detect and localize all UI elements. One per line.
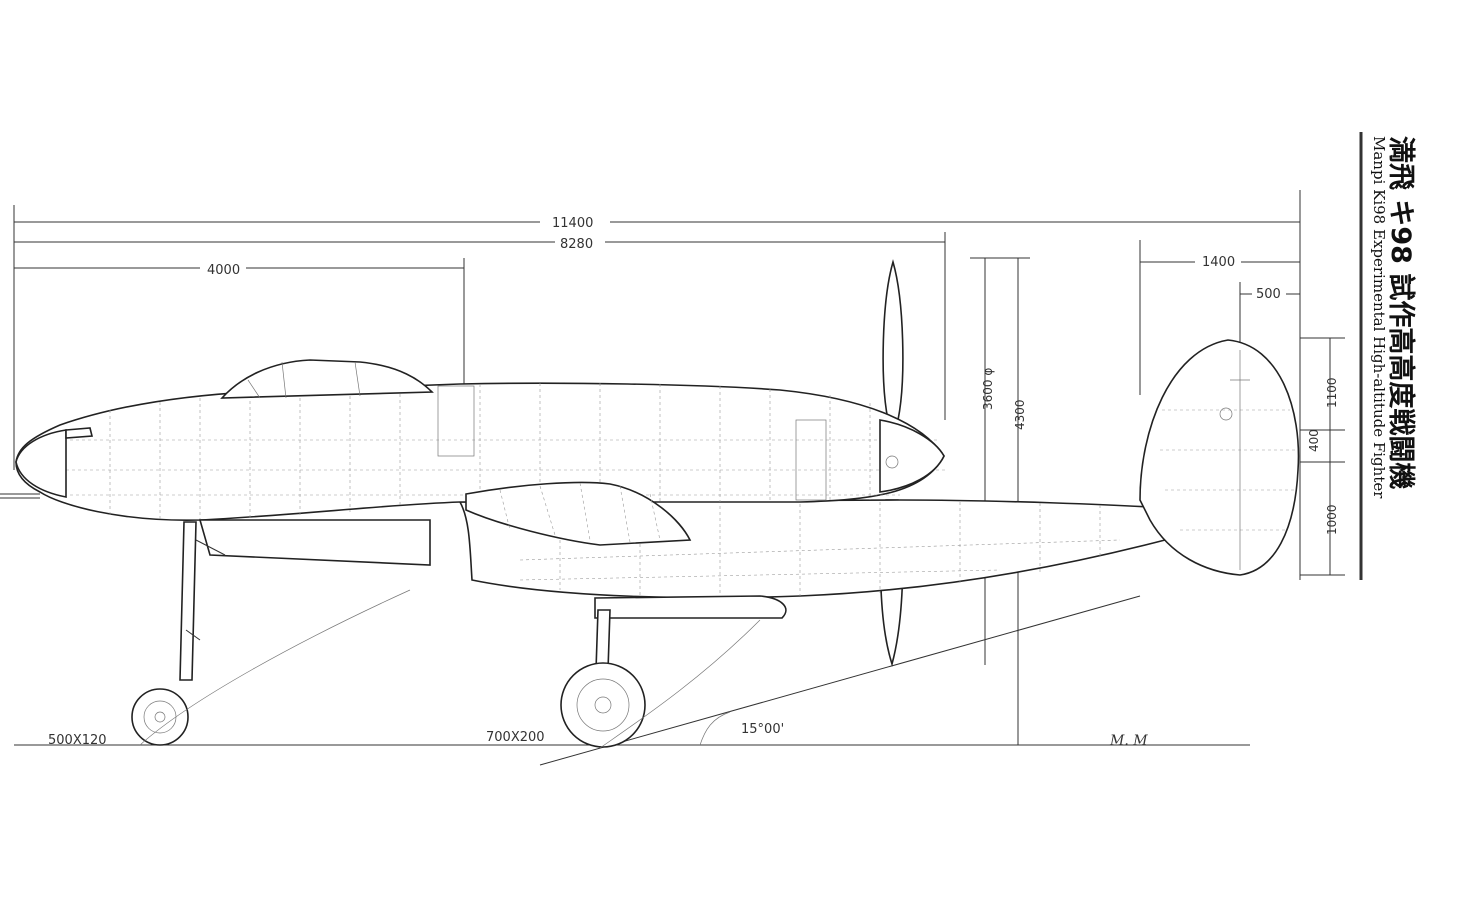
fin-top-label: 1100 bbox=[1325, 377, 1339, 408]
fin-bottom-label: 1000 bbox=[1325, 504, 1339, 535]
signature: M. M bbox=[1109, 733, 1148, 749]
overall-length-label: 11400 bbox=[552, 216, 593, 231]
overall-height-label: 4300 bbox=[1013, 399, 1027, 430]
wing bbox=[465, 481, 692, 546]
title-english: Manpi Ki98 Experimental High-altitude Fi… bbox=[1370, 136, 1388, 499]
fuselage bbox=[0, 359, 945, 566]
ground-angle-label: 15°00' bbox=[741, 722, 784, 737]
title-block: 満飛 キ98 試作高高度戦闘機 Manpi Ki98 Experimental … bbox=[1359, 132, 1417, 580]
dimension-labels: 11400 8280 4000 1400 500 3600 φ 4300 110… bbox=[48, 212, 1339, 749]
nose-landing-gear bbox=[131, 521, 411, 746]
fuselage-length-label: 8280 bbox=[560, 237, 593, 252]
nose-wheel-label: 500X120 bbox=[48, 733, 107, 748]
fin-mid-label: 400 bbox=[1307, 429, 1321, 452]
propeller-diameter-label: 3600 φ bbox=[981, 368, 995, 410]
tail-width-label: 1400 bbox=[1202, 255, 1235, 270]
tail-offset-label: 500 bbox=[1256, 287, 1281, 302]
main-wheel-label: 700X200 bbox=[486, 730, 545, 745]
nose-to-cockpit-label: 4000 bbox=[207, 263, 240, 278]
vertical-tail bbox=[1139, 339, 1300, 576]
title-japanese: 満飛 キ98 試作高高度戦闘機 bbox=[1385, 136, 1417, 489]
main-landing-gear bbox=[560, 609, 761, 749]
